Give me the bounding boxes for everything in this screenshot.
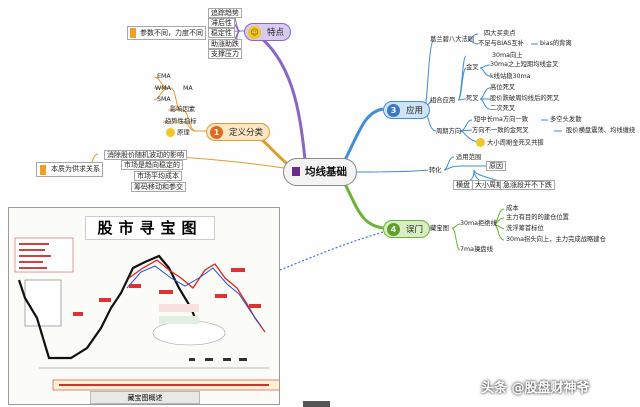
feature-item[interactable]: 滞后性	[208, 18, 235, 28]
topic-definition[interactable]: 1 定义分类	[206, 123, 271, 141]
weekly-item-text: 大小周期金死叉共振	[487, 139, 544, 147]
principle-note: 本质为供求关系	[36, 162, 103, 177]
topic-application[interactable]: 3 应用	[383, 101, 431, 119]
golden-item: 30ma之上短期均线金叉	[490, 61, 559, 68]
combo-label: 组合应用	[430, 97, 456, 104]
bias-note: bias的背离	[540, 40, 572, 47]
trap-item: 成本	[506, 205, 519, 212]
smiley-icon	[166, 128, 175, 137]
golden-label: 金叉	[466, 64, 479, 71]
turning-item[interactable]: 急涨段开不下跌	[500, 180, 555, 190]
weekly-note: 多空头发散	[550, 116, 582, 123]
topic-application-label: 应用	[406, 106, 424, 116]
ma30-label: 30ma拒绝线	[460, 220, 497, 227]
granville-label: 葛兰碧八大法则	[430, 36, 475, 43]
trap-label: 藏宝图	[430, 225, 449, 232]
number-badge: 4	[387, 223, 400, 236]
number-badge: 3	[387, 104, 400, 117]
flag-icon	[292, 167, 300, 176]
dead-item: 股价跌破周均线后的死叉	[490, 95, 560, 102]
weekly-item: 方向不一致的金死叉	[472, 127, 529, 134]
principle-label: 原理	[166, 128, 190, 137]
stand30-label: 30ma向上	[492, 52, 523, 59]
trap-item: 30ma拐头向上，主力完成战略建仓	[506, 236, 606, 243]
indicator-label: 趋势性指标	[165, 118, 197, 125]
topic-trap[interactable]: 4 误门	[383, 220, 431, 238]
scope-label: 适用范围	[456, 154, 482, 161]
topic-features-label: 特点	[267, 28, 285, 38]
principle-note-text: 本质为供求关系	[51, 165, 100, 173]
dead-item: 二次死叉	[490, 105, 516, 112]
smiley-icon	[476, 138, 485, 147]
feature-item[interactable]: 助涨助跌	[208, 39, 242, 49]
principle-item[interactable]: 筹码移动和参交	[131, 182, 186, 192]
feature-note: 参数不同，力度不同	[127, 26, 206, 40]
exclamation-icon	[40, 165, 46, 175]
bias-label: 不足与BIAS互补	[478, 40, 524, 47]
golden-item: k线站稳30ma	[490, 73, 531, 80]
principle-item[interactable]: 消除股价随机波动的影响	[104, 150, 187, 160]
scrollbar-thumb[interactable]	[303, 401, 330, 407]
weekly-item: 短中长ma方向一致	[474, 116, 529, 123]
turning-item[interactable]: 横盘	[453, 180, 473, 190]
trap-item: 主力有目的的建仓位置	[506, 214, 569, 221]
number-badge: 1	[210, 126, 223, 139]
sma-label: SMA	[157, 96, 171, 103]
trap-item: 洗浮筹首标位	[506, 225, 544, 232]
dead-label: 死叉	[466, 95, 479, 102]
influence-label: 影响因素	[170, 106, 196, 113]
panel-caption: 藏宝图概述	[90, 391, 200, 404]
ma7-label: 7ma操盘线	[460, 246, 493, 253]
feature-item[interactable]: 稳定性	[208, 28, 235, 38]
weekly-note: 股价横盘震荡、均线缠绕	[566, 127, 636, 134]
central-topic[interactable]: 均线基础	[283, 158, 357, 186]
turning-principle[interactable]: 原因	[486, 161, 506, 171]
weekly-label: 周期方向	[436, 128, 462, 135]
turning-label: 转化	[429, 167, 442, 174]
topic-trap-label: 误门	[406, 225, 424, 235]
watermark-text: 头条 @股盘财神爷	[481, 381, 590, 396]
principle-item[interactable]: 市场平均成本	[134, 171, 182, 181]
buy-sell-label: 四大买卖点	[484, 30, 516, 37]
feature-note-text: 参数不同，力度不同	[140, 29, 203, 37]
treasure-map-panel[interactable]: 股市寻宝图	[8, 207, 280, 405]
ma-label: MA	[183, 85, 193, 92]
topic-definition-label: 定义分类	[229, 128, 264, 138]
smiley-icon: ☺	[248, 26, 261, 39]
exclamation-icon	[130, 28, 136, 38]
topic-features[interactable]: ☺ 特点	[244, 23, 292, 41]
wma-label: WMA	[155, 85, 171, 92]
feature-item[interactable]: 支撑压力	[208, 49, 242, 59]
panel-title: 股市寻宝图	[85, 216, 215, 240]
central-topic-label: 均线基础	[305, 166, 347, 178]
ema-label: EMA	[157, 73, 171, 80]
principle-text: 原理	[177, 129, 190, 137]
treasure-map-drawing	[14, 237, 279, 391]
feature-item[interactable]: 追踪趋势	[208, 8, 242, 18]
dead-item: 高位死叉	[490, 84, 516, 91]
principle-item[interactable]: 市场是趋向稳定的	[121, 160, 183, 170]
weekly-item: 大小周期金死叉共振	[476, 138, 544, 147]
